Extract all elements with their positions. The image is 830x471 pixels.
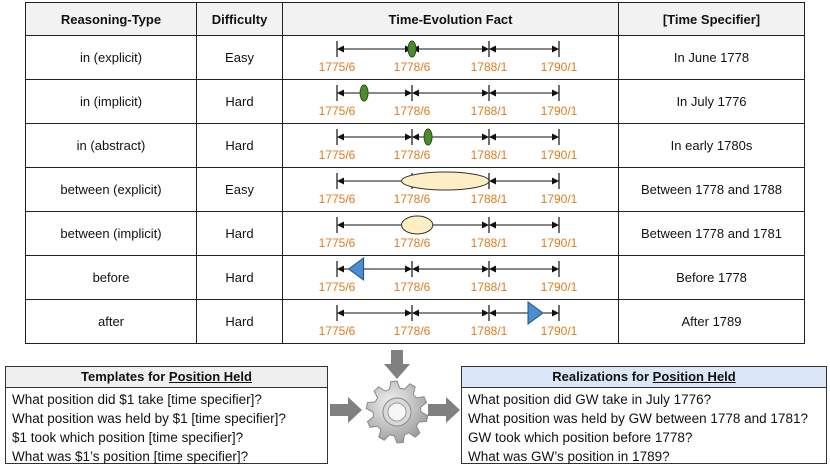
reasoning-type-cell: after	[25, 299, 197, 344]
reasoning-table: Reasoning-Type Difficulty Time-Evolution…	[25, 2, 805, 344]
timeline: 1775/6 1778/6 1788/1 1790/1	[319, 257, 578, 294]
difficulty-cell: Easy	[196, 35, 283, 80]
interval-marker	[401, 215, 434, 235]
timeline: 1775/6 1778/6 1788/1 1790/1	[319, 128, 578, 162]
time-specifier-cell: Before 1778	[618, 255, 805, 300]
tick-label: 1790/1	[541, 60, 578, 74]
table-header-row: Reasoning-Type Difficulty Time-Evolution…	[25, 2, 805, 36]
reasoning-type-cell: in (implicit)	[25, 79, 197, 124]
gear-icon	[365, 380, 429, 444]
tick-label: 1790/1	[541, 148, 578, 162]
timeline-cell: 1775/6 1778/6 1788/1 1790/1	[282, 35, 619, 80]
tick-label: 1778/6	[394, 60, 431, 74]
table-row: between (implicit)Hard 1775/6 1778/6 1788/1…	[25, 211, 805, 256]
header-reasoning-type: Reasoning-Type	[25, 2, 197, 36]
time-specifier-cell: In early 1780s	[618, 123, 805, 168]
timeline-cell: 1775/6 1778/6 1788/1 1790/1	[282, 255, 619, 300]
realizations-line: What position did GW take in July 1776?	[468, 392, 712, 407]
tick-label: 1778/6	[394, 192, 431, 206]
arrow-right-icon	[428, 397, 460, 423]
difficulty-cell: Easy	[196, 167, 283, 212]
tick-label: 1775/6	[319, 192, 356, 206]
realizations-line: What position was held by GW between 177…	[468, 411, 808, 426]
realizations-line: GW took which position before 1778?	[468, 430, 693, 445]
templates-box: Templates for Position Held What positio…	[5, 366, 328, 464]
tick-label: 1790/1	[541, 236, 578, 250]
time-specifier-cell: Between 1778 and 1788	[618, 167, 805, 212]
before-marker	[347, 257, 365, 281]
timeline: 1775/6 1778/6 1788/1 1790/1	[319, 40, 578, 74]
reasoning-type-cell: in (explicit)	[25, 35, 197, 80]
time-specifier-cell: In July 1776	[618, 79, 805, 124]
realizations-title: Realizations for Position Held	[462, 367, 826, 388]
difficulty-cell: Hard	[196, 211, 283, 256]
tick-label: 1788/1	[471, 148, 508, 162]
reasoning-type-cell: between (implicit)	[25, 211, 197, 256]
tick-label: 1775/6	[319, 280, 356, 294]
time-specifier-cell: Between 1778 and 1781	[618, 211, 805, 256]
difficulty-cell: Hard	[196, 123, 283, 168]
point-marker	[359, 84, 369, 102]
table-row: in (abstract)Hard 1775/6 1778/6 1788/1 1790/…	[25, 123, 805, 168]
tick-label: 1775/6	[319, 148, 356, 162]
tick-label: 1778/6	[394, 236, 431, 250]
tick-label: 1788/1	[471, 324, 508, 338]
tick-label: 1778/6	[394, 324, 431, 338]
interval-marker	[401, 171, 490, 191]
tick-label: 1778/6	[394, 148, 431, 162]
templates-line: What was $1’s position [time specifier]?	[12, 449, 249, 464]
tick-label: 1788/1	[471, 192, 508, 206]
table-row: in (explicit)Easy 1775/6 1778/6 1788/1 1790/…	[25, 35, 805, 80]
timeline-cell: 1775/6 1778/6 1788/1 1790/1	[282, 123, 619, 168]
arrow-down-icon	[384, 350, 410, 379]
tick-label: 1790/1	[541, 324, 578, 338]
templates-line: What position was held by $1 [time speci…	[12, 411, 286, 426]
tick-label: 1788/1	[471, 236, 508, 250]
header-time-evolution-fact: Time-Evolution Fact	[282, 2, 619, 36]
difficulty-cell: Hard	[196, 255, 283, 300]
tick-label: 1790/1	[541, 192, 578, 206]
tick-label: 1775/6	[319, 60, 356, 74]
tick-label: 1775/6	[319, 236, 356, 250]
time-specifier-cell: After 1789	[618, 299, 805, 344]
point-marker	[423, 128, 433, 146]
timeline: 1775/6 1778/6 1788/1 1790/1	[319, 171, 578, 206]
reasoning-type-cell: before	[25, 255, 197, 300]
tick-label: 1778/6	[394, 104, 431, 118]
timeline: 1775/6 1778/6 1788/1 1790/1	[319, 84, 578, 118]
table-row: between (explicit)Easy 1775/6 1778/6 1788/1…	[25, 167, 805, 212]
reasoning-type-cell: between (explicit)	[25, 167, 197, 212]
time-specifier-cell: In June 1778	[618, 35, 805, 80]
timeline-cell: 1775/6 1778/6 1788/1 1790/1	[282, 79, 619, 124]
point-marker	[407, 40, 417, 58]
timeline: 1775/6 1778/6 1788/1 1790/1	[319, 301, 578, 338]
timeline: 1775/6 1778/6 1788/1 1790/1	[319, 215, 578, 250]
templates-line: What position did $1 take [time specifie…	[12, 392, 262, 407]
tick-label: 1775/6	[319, 104, 356, 118]
realizations-box: Realizations for Position Held What posi…	[461, 366, 827, 464]
header-time-specifier: [Time Specifier]	[618, 2, 805, 36]
tick-label: 1778/6	[394, 280, 431, 294]
tick-label: 1788/1	[471, 280, 508, 294]
templates-title: Templates for Position Held	[6, 367, 327, 388]
difficulty-cell: Hard	[196, 79, 283, 124]
templates-line: $1 took which position [time specifier]?	[12, 430, 244, 445]
table-row: in (implicit)Hard 1775/6 1778/6 1788/1 1790/…	[25, 79, 805, 124]
timeline-cell: 1775/6 1778/6 1788/1 1790/1	[282, 211, 619, 256]
reasoning-type-cell: in (abstract)	[25, 123, 197, 168]
realizations-line: What was GW’s position in 1789?	[468, 449, 670, 464]
timeline-cell: 1775/6 1778/6 1788/1 1790/1	[282, 299, 619, 344]
after-marker	[527, 301, 544, 325]
difficulty-cell: Hard	[196, 299, 283, 344]
tick-label: 1790/1	[541, 104, 578, 118]
tick-label: 1788/1	[471, 104, 508, 118]
tick-label: 1775/6	[319, 324, 356, 338]
timeline-cell: 1775/6 1778/6 1788/1 1790/1	[282, 167, 619, 212]
arrow-right-icon	[330, 397, 362, 423]
tick-label: 1790/1	[541, 280, 578, 294]
tick-label: 1788/1	[471, 60, 508, 74]
header-difficulty: Difficulty	[196, 2, 283, 36]
